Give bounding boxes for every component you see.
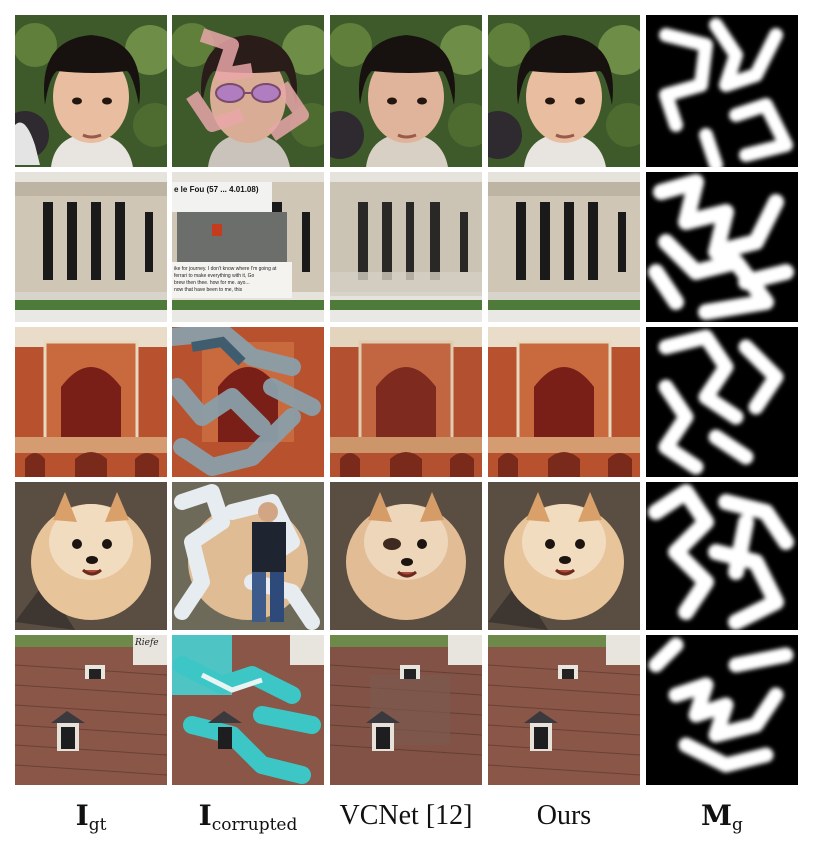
- image-dog-mask: [646, 482, 798, 630]
- image-dog-corrupted: [172, 482, 324, 630]
- label-mask-main: M: [701, 799, 733, 832]
- label-mask-sub: g: [732, 815, 743, 835]
- column-label-ours: Ours: [488, 796, 640, 836]
- image-building-vcnet: [330, 172, 482, 322]
- label-gt-sub: gt: [88, 815, 107, 835]
- label-vcnet-main: VCNet [12]: [339, 800, 473, 831]
- image-dog-gt: [15, 482, 167, 630]
- image-arch-mask: [646, 327, 798, 477]
- corrupted-text-line3: brew then thee. how for me. ayo...: [174, 280, 250, 286]
- image-building-mask: [646, 172, 798, 322]
- image-roof-corrupted: [172, 635, 324, 785]
- image-child-corrupted: [172, 15, 324, 167]
- image-dog-ours: [488, 482, 640, 630]
- corrupted-text-headline: e le Fou (57 ... 4.01.08): [174, 185, 259, 194]
- image-roof-gt: Riefe: [15, 635, 167, 785]
- image-building-gt: [15, 172, 167, 322]
- image-child-gt: [15, 15, 167, 167]
- image-child-mask: [646, 15, 798, 167]
- image-arch-vcnet: [330, 327, 482, 477]
- image-roof-vcnet: [330, 635, 482, 785]
- column-label-corrupted: Icorrupted: [162, 796, 334, 836]
- image-arch-gt: [15, 327, 167, 477]
- corrupted-text-line2: ferrari to make everything with it, Go: [174, 273, 255, 279]
- image-roof-mask: [646, 635, 798, 785]
- image-building-corrupted: e le Fou (57 ... 4.01.08) ike for journe…: [172, 172, 324, 322]
- image-dog-vcnet: [330, 482, 482, 630]
- label-corrupted-sub: corrupted: [211, 815, 298, 835]
- image-roof-ours: [488, 635, 640, 785]
- image-arch-corrupted: [172, 327, 324, 477]
- corrupted-text-line4: now that have been to me, this: [174, 287, 243, 293]
- label-corrupted-main: I: [198, 799, 212, 832]
- image-child-ours: [488, 15, 640, 167]
- roof-sign-text: Riefe: [134, 638, 159, 648]
- label-ours-main: Ours: [536, 800, 592, 831]
- image-child-vcnet: [330, 15, 482, 167]
- image-arch-ours: [488, 327, 640, 477]
- image-building-ours: [488, 172, 640, 322]
- label-gt-main: I: [75, 799, 89, 832]
- column-label-gt: Igt: [15, 796, 167, 836]
- corrupted-text-line1: ike for journey. I don't know where I'm …: [174, 266, 277, 272]
- column-label-vcnet: VCNet [12]: [325, 796, 487, 836]
- column-label-mask: Mg: [646, 796, 798, 836]
